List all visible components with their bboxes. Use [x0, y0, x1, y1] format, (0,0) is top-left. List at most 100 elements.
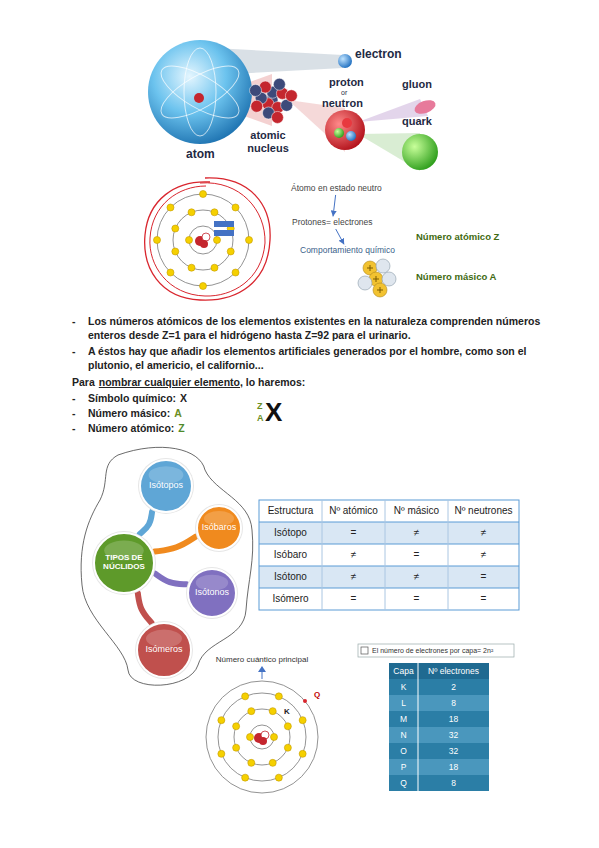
table-cell: Nº atómico [322, 500, 385, 522]
shell-table-grid [389, 663, 489, 791]
table-cell: ≠ [322, 544, 385, 566]
flow-arrow [333, 195, 335, 216]
table-cell: Nº másico [385, 500, 448, 522]
text-label: Q [314, 690, 320, 700]
node-text: Comportamiento químico [300, 246, 395, 255]
text-label: X [180, 391, 187, 405]
topic-circle: Isótonos [185, 566, 239, 620]
table-cell: = [322, 588, 385, 610]
text-label: atomic nucleus [236, 129, 300, 154]
text-label: Para [72, 375, 95, 389]
flow-arrow [336, 229, 344, 244]
text-label: Número cuántico principal [200, 655, 324, 664]
table-cell: Q [389, 775, 418, 791]
nucleus-cluster [358, 259, 396, 297]
table-cell: = [385, 588, 448, 610]
text-row: -Los números atómicos de los elementos e… [72, 314, 572, 342]
text-label: Número másico A [416, 272, 496, 283]
bullet-dash: - [72, 344, 88, 358]
table-cell: 18 [418, 711, 489, 727]
table-cell: Estructura [259, 500, 322, 522]
text-row: -A éstos hay que añadir los elementos ar… [72, 344, 572, 372]
text-label: K [284, 707, 290, 717]
flow-text: Comportamiento químico [300, 246, 395, 255]
text-label: quark [402, 115, 432, 128]
text-label: electron [355, 48, 402, 62]
table-cell: 18 [418, 759, 489, 775]
text-block: -Los números atómicos de los elementos e… [72, 314, 572, 435]
text-label: gluon [402, 78, 432, 91]
text-label: , lo haremos: [240, 375, 305, 389]
text-label: proton [329, 76, 364, 89]
table-cell: 8 [418, 775, 489, 791]
branch-connector [140, 511, 152, 534]
topic-circle: Isótopos [137, 457, 195, 515]
table-cell: ≠ [448, 544, 519, 566]
table-cell: K [389, 679, 418, 695]
table-cell: Nº electrones [418, 663, 489, 679]
table-cell: Isóbaro [259, 544, 322, 566]
text-label: Número másico: [88, 406, 170, 420]
table-cell: Isótono [259, 566, 322, 588]
table-cell: 8 [418, 695, 489, 711]
text-label: A [174, 406, 182, 420]
table-cell: Nº neutrones [448, 500, 519, 522]
node-text: Isótopos [149, 481, 183, 491]
table-cell: N [389, 727, 418, 743]
table-cell: = [322, 522, 385, 544]
node-text: Isóbaros [202, 523, 237, 533]
table-cell: L [389, 695, 418, 711]
isotope-table-grid [259, 500, 519, 610]
table-cell: P [389, 759, 418, 775]
notation-z: Z [257, 401, 263, 411]
table-cell: ≠ [385, 522, 448, 544]
topic-circle: Isóbaros [194, 503, 244, 553]
text-label: Número atómico Z [416, 232, 499, 243]
branch-connector [138, 593, 152, 623]
text-label: Símbolo químico: [88, 391, 176, 405]
text-label: atom [186, 148, 215, 162]
bullet-text: A éstos hay que añadir los elementos art… [88, 344, 572, 372]
text-label: El número de electrones por capa= 2n² [372, 646, 493, 656]
bullet-text: Los números atómicos de los elementos ex… [88, 314, 572, 342]
table-cell: 32 [418, 727, 489, 743]
node-text: Protones= electrones [292, 218, 373, 227]
text-row: -Número atómico: Z [72, 421, 572, 435]
electrons-per-shell-note [358, 644, 514, 657]
topic-circle: Isómeros [134, 620, 194, 680]
particle-illustration [148, 40, 438, 171]
flow-text: Átomo en estado neutro [291, 184, 382, 193]
table-cell: 32 [418, 743, 489, 759]
node-text: Átomo en estado neutro [291, 184, 382, 193]
bullet-dash: - [72, 391, 88, 405]
text-label: Z [178, 421, 184, 435]
table-cell: ≠ [448, 522, 519, 544]
bohr-atom-neutral [145, 178, 270, 300]
node-text: Isótonos [195, 588, 229, 598]
bullet-dash: - [72, 406, 88, 420]
text-label: Número atómico: [88, 421, 174, 435]
notation-x: X [265, 398, 282, 428]
branch-connector [155, 574, 186, 585]
table-cell: Isómero [259, 588, 322, 610]
table-cell: = [385, 544, 448, 566]
table-cell: 2 [418, 679, 489, 695]
table-cell: = [448, 566, 519, 588]
text-label: nombrar cualquier elemento [99, 375, 240, 389]
table-cell: ≠ [385, 566, 448, 588]
table-cell: ≠ [322, 566, 385, 588]
text-label: or [341, 89, 347, 97]
notation-a: A [257, 413, 264, 423]
table-cell: Isótopo [259, 522, 322, 544]
node-text: TIPOS DE NÚCLIDOS [95, 554, 153, 572]
text-label: neutron [322, 97, 363, 110]
table-cell: O [389, 743, 418, 759]
text-row: -Número másico: A [72, 406, 572, 420]
flow-text: Protones= electrones [292, 218, 373, 227]
mind-map-outline [81, 447, 253, 685]
bullet-dash: - [72, 314, 88, 328]
text-row: Para nombrar cualquier elemento, lo harem… [72, 375, 572, 389]
bullet-dash: - [72, 421, 88, 435]
table-cell: Capa [389, 663, 418, 679]
